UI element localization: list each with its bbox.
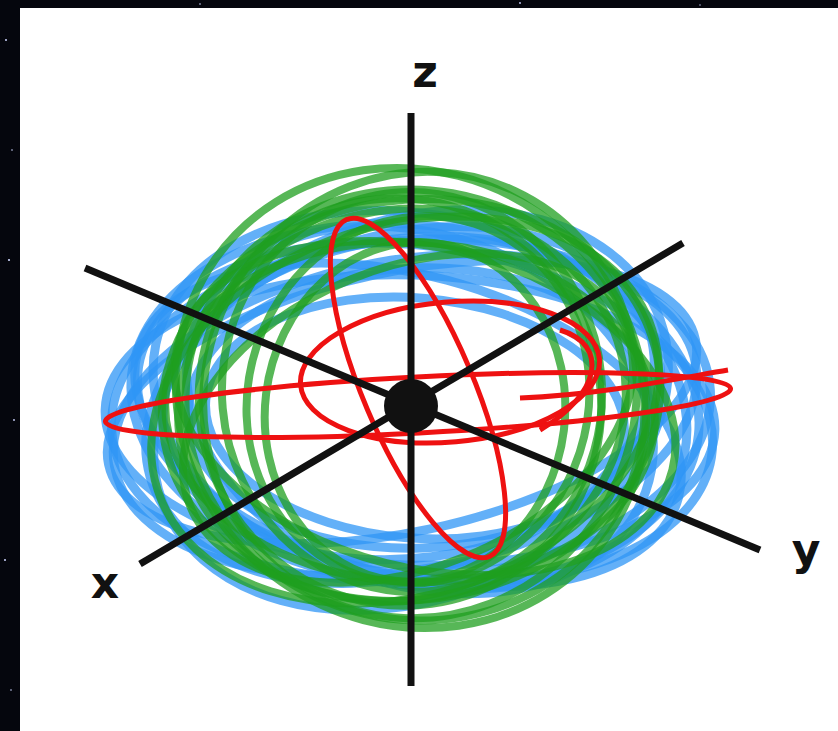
white-panel xyxy=(20,8,838,731)
green-orbits xyxy=(85,76,736,720)
axis-label: x xyxy=(91,561,119,605)
central-mass xyxy=(384,379,438,433)
x-axis xyxy=(140,243,683,564)
y-axis xyxy=(85,268,760,550)
axis-label: z xyxy=(412,50,438,94)
axis-label: y xyxy=(792,528,821,572)
red-orbits xyxy=(104,198,732,578)
axes xyxy=(85,113,760,686)
